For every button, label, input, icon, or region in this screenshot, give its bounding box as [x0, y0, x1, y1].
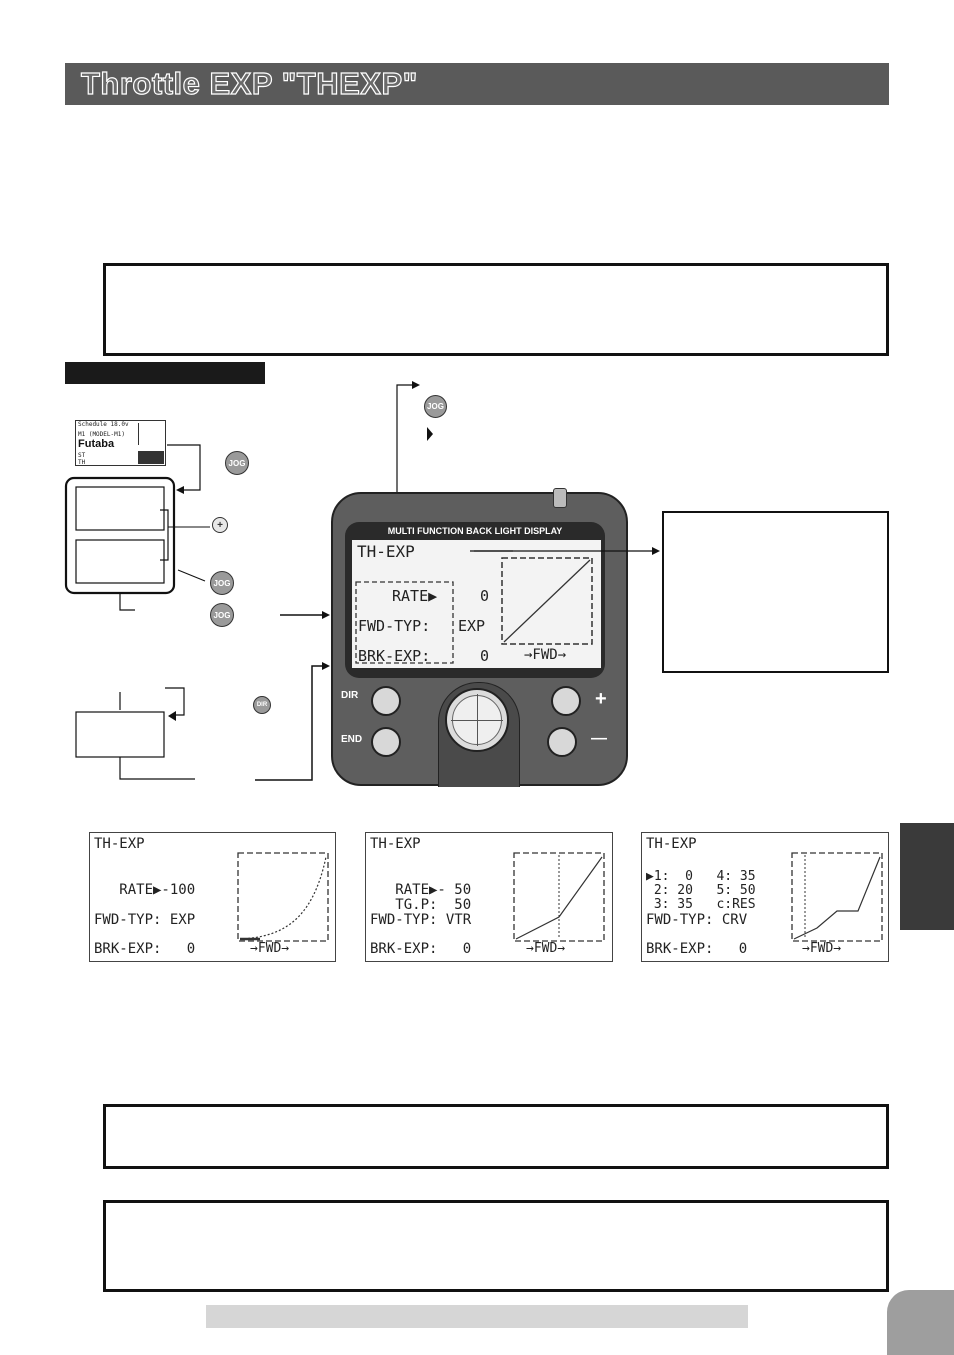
lcd-rate-value: 0	[480, 587, 490, 605]
lcd-fwd-label: FWD-TYP:	[358, 617, 431, 635]
dir-button-icon[interactable]: DIR	[253, 696, 271, 714]
lcd-title: TH-EXP	[357, 542, 415, 561]
example-brk-line: BRK-EXP: 0	[370, 941, 472, 957]
home-th-text: TH	[78, 459, 86, 466]
display-banner: MULTI FUNCTION BACK LIGHT DISPLAY	[387, 526, 563, 536]
home-model-text: M1 (MODEL-M1)	[78, 431, 125, 438]
example-point-line-2: 2: 20 5: 50	[646, 883, 756, 898]
example-point-line-1: ▶1: 0 4: 35	[646, 869, 756, 884]
home-trim-panel	[138, 423, 165, 445]
note-box-middle	[103, 1104, 889, 1169]
example-rate-line: RATE▶-100	[94, 882, 196, 898]
end-key[interactable]	[371, 727, 401, 757]
jog-crosshair-h	[451, 720, 503, 721]
plus-key[interactable]	[551, 686, 581, 716]
page-number-tab	[887, 1290, 954, 1355]
example-tgp-line: TG.P: 50	[370, 897, 472, 913]
example-title: TH-EXP	[94, 836, 145, 852]
main-lcd-screen: TH-EXP RATE▶ 0 FWD-TYP: EXP BRK-EXP: 0 →…	[352, 540, 601, 668]
example-screen-exp: TH-EXP RATE▶-100 FWD-TYP: EXP BRK-EXP: 0…	[89, 832, 336, 962]
example-brk-line: BRK-EXP: 0	[646, 941, 748, 957]
home-timer-block	[138, 451, 164, 464]
example-screen-vtr: TH-EXP RATE▶- 50 TG.P: 50 FWD-TYP: VTR B…	[365, 832, 613, 962]
example-rate-line: RATE▶- 50	[370, 882, 472, 898]
example-screen-crv: TH-EXP ▶1: 0 4: 35 2: 20 5: 50 3: 35 c:R…	[641, 832, 889, 962]
example-title: TH-EXP	[370, 836, 421, 852]
jog-button-icon[interactable]: JOG	[225, 451, 249, 475]
example-brk-line: BRK-EXP: 0	[94, 941, 196, 957]
lcd-brk-label: BRK-EXP:	[358, 647, 431, 665]
example-graph-label: →FWD→	[802, 941, 842, 956]
note-box-bottom	[103, 1200, 889, 1292]
minus-key-label: —	[591, 730, 607, 747]
example-title: TH-EXP	[646, 836, 697, 852]
jog-dial[interactable]	[445, 688, 509, 752]
page-title: Throttle EXP "THEXP"	[80, 65, 418, 101]
jog-button-icon[interactable]: JOG	[210, 603, 234, 627]
example-graph-label: →FWD→	[250, 941, 290, 956]
home-voltage-text: Schedule 18.0v	[78, 421, 129, 428]
led-indicator	[553, 488, 567, 508]
note-box-top	[103, 263, 889, 356]
section-label-bar	[65, 362, 265, 384]
menu-flow-diagram	[64, 444, 330, 781]
end-key-label: END	[341, 734, 363, 745]
pointer-to-explanation	[470, 547, 660, 555]
home-screen-thumbnail: Schedule 18.0v M1 (MODEL-M1) Futaba ST T…	[75, 420, 166, 466]
example-graph-label: →FWD→	[526, 941, 566, 956]
example-fwd-line: FWD-TYP: VTR	[370, 912, 472, 928]
plus-button-icon[interactable]: +	[212, 517, 228, 533]
minus-key[interactable]	[547, 727, 577, 757]
example-point-line-3: 3: 35 c:RES	[646, 897, 756, 912]
lcd-fwd-value: EXP	[458, 617, 486, 635]
home-st-text: ST	[78, 452, 86, 459]
jog-button-icon[interactable]: JOG	[424, 395, 447, 418]
lcd-graph-label: →FWD→	[524, 647, 567, 663]
explanation-box	[662, 511, 889, 673]
example-graph-exp	[237, 852, 329, 942]
chapter-side-tab	[900, 823, 954, 930]
plus-key-label: +	[595, 688, 607, 710]
example-graph-crv	[791, 852, 883, 942]
dir-key-label: DIR	[341, 690, 359, 701]
futaba-logo: Futaba	[78, 438, 115, 450]
section-title-bar: Throttle EXP "THEXP"	[65, 63, 889, 105]
example-fwd-line: FWD-TYP: CRV	[646, 912, 748, 928]
lcd-brk-value: 0	[480, 647, 490, 665]
example-fwd-line: FWD-TYP: EXP	[94, 912, 196, 928]
footer-bar	[206, 1305, 748, 1328]
example-graph-vtr	[513, 852, 605, 942]
jog-button-icon[interactable]: JOG	[210, 571, 234, 595]
dir-key[interactable]	[371, 686, 401, 716]
lcd-rate-label: RATE▶	[392, 587, 438, 605]
